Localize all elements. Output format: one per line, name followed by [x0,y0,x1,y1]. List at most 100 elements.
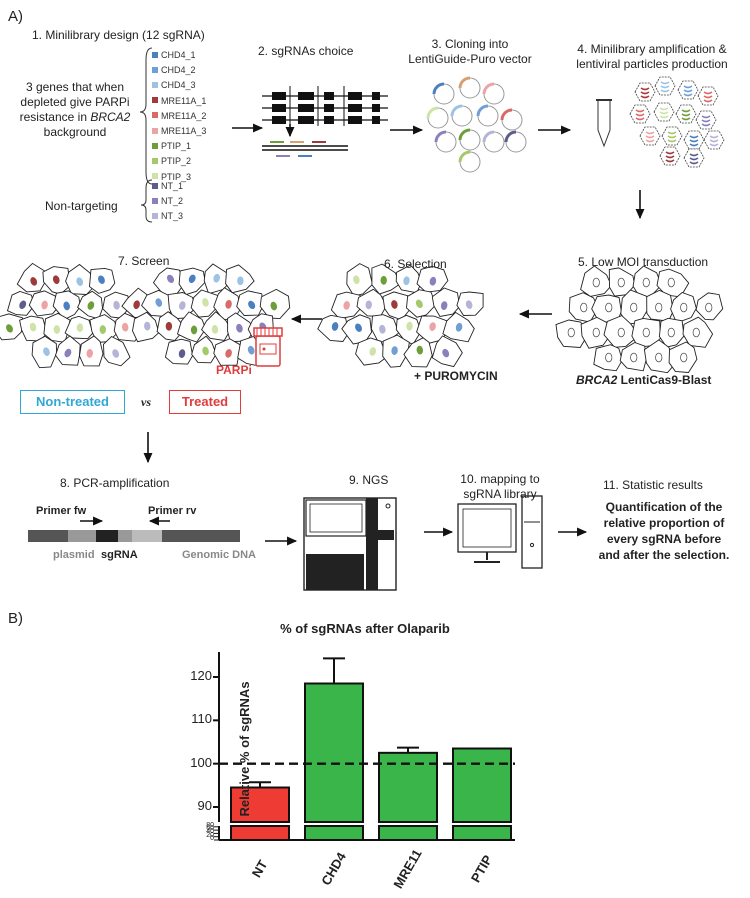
y-tick-label-lower: 80 [206,821,214,829]
puromycin-label: + PUROMYCIN [414,369,498,383]
cell-nucleus [237,276,244,286]
cell-nucleus [112,349,120,358]
cell-nucleus [353,275,360,285]
legend-entry: CHD4_1 [152,49,196,61]
ngs-base [306,554,364,590]
legend-text: PTIP_1 [161,141,192,152]
genomic-dna-label: Genomic DNA [182,549,256,561]
bar-ptip [452,747,512,823]
parpi-label: PARPi [216,363,252,377]
legend-entry: PTIP_3 [152,171,191,183]
cell-nucleus [19,300,27,309]
plasmid-label: plasmid [53,549,95,561]
cell-nucleus [133,300,140,310]
step-7-title: 7. Screen [118,254,170,268]
legend-swatch [152,142,158,149]
virus-rna [665,151,675,163]
plasmid-insert [458,76,471,89]
cell-nucleus [605,302,613,313]
virus-particle [677,80,699,100]
cell-nucleus [155,298,163,307]
cell-nucleus [52,275,60,285]
cell-nucleus [166,274,175,283]
legend-text: MRE11A_3 [161,126,207,136]
primer-rv-label: Primer rv [148,505,197,517]
cell-nucleus [6,324,13,333]
cell-nucleus [406,321,413,331]
panel-a-label: A) [8,8,23,25]
virus-rna [660,81,670,93]
cell-nucleus [41,300,48,310]
brace-genes [139,47,153,185]
chart-title: % of sgRNAs after Olaparib [280,621,450,636]
pcr-segment [162,530,240,542]
cell-nucleus [605,352,613,363]
exon-block [348,104,362,112]
exon-block [298,104,314,112]
cell-nucleus [680,352,688,363]
virus-particle [659,146,681,166]
legend-entry: NT_3 [152,210,183,222]
cell-nucleus [442,348,450,358]
plasmid-insert [450,104,463,117]
cell-nucleus [379,324,386,334]
parpi-label-box [259,343,277,355]
cell-line-label: BRCA2 LentiCas9-Blast [576,373,712,387]
tube-icon [597,99,611,148]
result-line3: every sgRNA before [606,532,722,546]
result-line2: relative proportion of [603,516,725,530]
virus-rna [709,135,719,147]
legend-swatch [152,158,158,165]
cell-nucleus [655,352,663,363]
legend-entry: MRE11A_2 [152,110,206,122]
exon-block [272,104,286,112]
legend-text: MRE11A_2 [161,110,207,121]
parpi-bottle-cap [253,327,283,337]
legend-swatch [152,197,158,204]
plasmid-insert [500,108,513,121]
y-tick-label: 120 [190,668,212,683]
cell-nucleus [165,321,173,331]
y-tick-label-lower: 0 [210,835,214,842]
cell-nucleus [113,300,120,310]
bar-lower-mre11 [378,825,438,841]
legend-entry: MRE11A_1 [152,95,206,107]
cell-nucleus [270,301,278,311]
tower-button [529,542,535,548]
ngs-column [366,498,378,590]
sgrna-label: sgRNA [101,549,138,561]
virus-particle [629,104,651,124]
cell-nucleus [380,275,387,285]
legend-swatch [152,182,158,189]
genes-desc-line3: resistance in BRCA2 [19,110,131,124]
virus-rna [640,87,650,99]
virus-particle [639,126,661,146]
step-11-title: 11. Statistic results [603,478,703,492]
plasmid-insert [458,150,471,163]
step-4-title-line1: 4. Minilibrary amplification & [577,42,727,56]
cell-nucleus [429,322,436,331]
bar-chd4 [304,682,364,823]
cell-nucleus [98,275,105,284]
cell-nucleus [211,324,219,334]
cell-nucleus [642,327,650,338]
plasmid-insert [482,82,495,95]
pcr-segment [118,530,132,542]
genes-desc-line4: background [43,125,107,139]
cell-nucleus [705,302,713,313]
cell [346,263,373,297]
exon-block [372,92,380,100]
genes-desc-line2: depleted give PARPi [20,95,130,109]
cell-nucleus [642,277,650,288]
legend-text: PTIP_2 [161,156,192,167]
virus-particle [703,130,725,150]
legend-swatch [152,112,158,119]
step-1-title: 1. Minilibrary design (12 sgRNA) [32,28,205,42]
pcr-segment [132,530,162,542]
virus-particle [697,86,719,106]
cell-nucleus [190,325,198,335]
computer-tower [521,495,543,569]
cell-nucleus [188,274,196,284]
